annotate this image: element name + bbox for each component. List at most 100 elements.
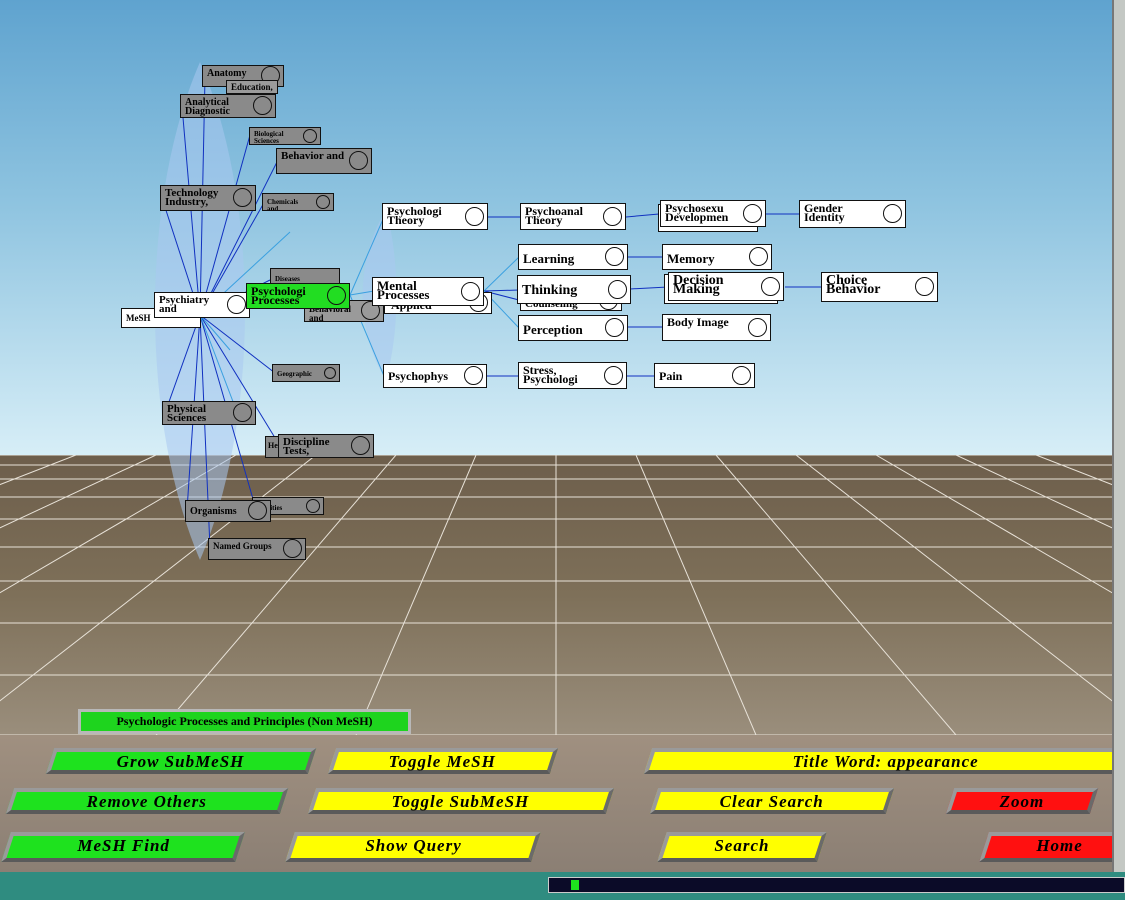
node-circle-icon [603, 206, 622, 226]
node-label: Psychophys [388, 369, 449, 383]
node-label: Counseling [525, 298, 578, 310]
show-query-button[interactable]: Show Query [285, 832, 541, 862]
node-label: Mental Processes [377, 278, 430, 302]
node-circle-icon [464, 366, 483, 385]
side-panel-edge [1112, 0, 1125, 900]
node-label: Organisms [190, 506, 237, 517]
node-organisms[interactable]: Organisms [185, 500, 271, 522]
node-label: Memory [667, 251, 715, 266]
node-analytical-diagnostic[interactable]: Analytical Diagnostic [180, 94, 276, 118]
node-circle-icon [605, 318, 624, 337]
progress-bar [548, 877, 1125, 893]
node-circle-icon [351, 436, 370, 455]
node-named-groups[interactable]: Named Groups [208, 538, 306, 560]
toggle-mesh-button[interactable]: Toggle MeSH [327, 748, 559, 774]
node-thinking[interactable]: Thinking [517, 275, 631, 304]
node-circle-icon [605, 247, 624, 266]
node-label: Choice Behavior [826, 273, 881, 297]
node-decision-making[interactable]: Decision Making [668, 272, 784, 301]
control-panel: Grow SubMeSH Toggle MeSH Title Word: app… [0, 735, 1125, 872]
search-button[interactable]: Search [657, 832, 827, 862]
node-label: Chemicals and [267, 198, 299, 211]
node-memory[interactable]: Memory [662, 244, 772, 270]
node-circle-icon [233, 403, 252, 422]
node-label: Gender Identity [804, 201, 845, 224]
mesh-find-button[interactable]: MeSH Find [1, 832, 245, 862]
grow-submesh-button[interactable]: Grow SubMeSH [45, 748, 317, 774]
node-label: Psychiatry and [159, 294, 210, 315]
node-label: Psychoanal Theory [525, 204, 584, 227]
node-circle-icon [316, 195, 330, 209]
node-technology-industry[interactable]: Technology Industry, [160, 185, 256, 211]
node-label: Technology Industry, [165, 187, 219, 208]
node-label: Psychologi Theory [387, 204, 442, 227]
node-label: Physical Sciences [167, 403, 207, 424]
node-circle-icon [465, 206, 484, 226]
node-body-image[interactable]: Body Image [662, 314, 771, 341]
clear-search-button[interactable]: Clear Search [649, 788, 895, 814]
zoom-button[interactable]: Zoom [945, 788, 1099, 814]
node-label: MeSH [126, 313, 151, 323]
node-circle-icon [748, 317, 767, 337]
node-chemicals[interactable]: Chemicals and [262, 193, 334, 211]
node-physical-sciences[interactable]: Physical Sciences [162, 401, 256, 425]
node-psychosexual-development[interactable]: Psychosexu Developmen [660, 200, 766, 227]
node-psychoanalytic-theory[interactable]: Psychoanal Theory [520, 203, 626, 230]
node-label: Education, [231, 82, 273, 92]
selected-node-label: Psychologic Processes and Principles (No… [78, 709, 411, 734]
progress-fill [571, 880, 579, 890]
node-gender-identity[interactable]: Gender Identity [799, 200, 906, 228]
node-label: Discipline Tests, [283, 436, 330, 457]
node-circle-icon [248, 501, 267, 520]
node-circle-icon [608, 279, 627, 299]
node-circle-icon [732, 365, 751, 385]
node-biological-sciences[interactable]: Biological Sciences [249, 127, 321, 145]
node-label: Biological Sciences [254, 130, 284, 145]
node-circle-icon [761, 276, 780, 296]
node-label: Psychologi Processes [251, 284, 306, 307]
node-circle-icon [915, 277, 934, 296]
node-behavior-and[interactable]: Behavior and [276, 148, 372, 174]
node-label: Thinking [522, 283, 578, 298]
node-circle-icon [361, 301, 380, 320]
node-circle-icon [327, 286, 346, 305]
node-label: Named Groups [213, 541, 272, 551]
status-bar [0, 872, 1125, 900]
node-label: Pain [659, 369, 683, 383]
node-label: Analytical Diagnostic [185, 97, 230, 117]
node-discipline-tests[interactable]: Discipline Tests, [278, 434, 374, 458]
title-word-field[interactable]: Title Word: appearance [643, 748, 1125, 774]
node-label: Behavioral and [309, 304, 351, 322]
node-mental-processes[interactable]: Mental Processes [372, 277, 484, 306]
node-choice-behavior[interactable]: Choice Behavior [821, 272, 938, 302]
node-psychologic-theory[interactable]: Psychologi Theory [382, 203, 488, 230]
home-button[interactable]: Home [979, 832, 1125, 862]
node-psychiatry[interactable]: Psychiatry and [154, 292, 250, 318]
node-label: Body Image [667, 315, 729, 329]
node-label: Stress, Psychologi [523, 363, 578, 386]
node-learning[interactable]: Learning [518, 244, 628, 270]
node-label: Psychosexu Developmen [665, 201, 729, 224]
node-label: Behavior and [281, 150, 345, 162]
node-pain[interactable]: Pain [654, 363, 755, 388]
node-circle-icon [743, 203, 762, 223]
node-stress-psychologic[interactable]: Stress, Psychologi [518, 362, 627, 389]
node-label: Learning [523, 251, 575, 266]
node-circle-icon [349, 151, 368, 170]
node-geographic[interactable]: Geographic [272, 364, 340, 382]
floor-grid [0, 454, 1112, 735]
node-education[interactable]: Education, [226, 80, 278, 94]
node-circle-icon [461, 281, 480, 301]
node-circle-icon [227, 295, 246, 314]
node-label: Diseases [275, 275, 300, 283]
node-psychologic-processes-selected[interactable]: Psychologi Processes [246, 283, 350, 309]
node-label: Anatomy [207, 68, 247, 79]
toggle-submesh-button[interactable]: Toggle SubMeSH [307, 788, 615, 814]
remove-others-button[interactable]: Remove Others [5, 788, 289, 814]
node-perception[interactable]: Perception [518, 315, 628, 341]
node-circle-icon [233, 188, 252, 207]
node-psychophysics[interactable]: Psychophys [383, 364, 487, 388]
floor-grid-lines [0, 454, 1112, 735]
3d-viewport[interactable]: Anatomy Education, Analytical Diagnostic… [0, 0, 1112, 735]
node-circle-icon [324, 367, 336, 379]
